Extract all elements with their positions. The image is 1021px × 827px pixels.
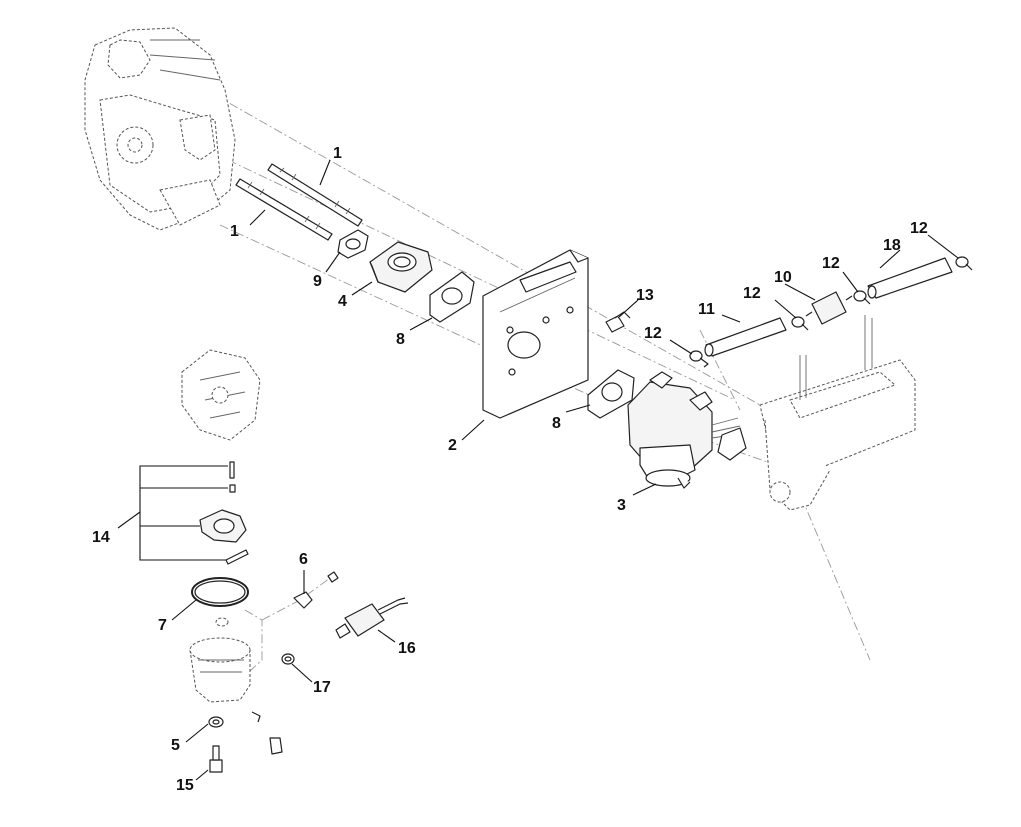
fuel-tank-ghost — [759, 315, 916, 511]
callout-12d: 12 — [910, 220, 928, 237]
float-bowl-ghost — [189, 617, 251, 703]
callout-11: 11 — [698, 301, 715, 318]
callout-4: 4 — [338, 293, 347, 310]
carburetor-3 — [627, 371, 747, 489]
callout-6: 6 — [299, 551, 308, 568]
callout-1b: 1 — [230, 223, 239, 240]
washer-17 — [281, 653, 295, 665]
solenoid-16 — [335, 597, 409, 639]
insulator-block-4 — [369, 241, 433, 293]
fuel-hose-11 — [704, 317, 787, 357]
callout-14: 14 — [92, 529, 110, 546]
carburetor-ghost-small — [181, 349, 261, 441]
callout-10: 10 — [774, 269, 792, 286]
drain-screw — [251, 711, 283, 755]
hose-clamp-12b — [791, 316, 809, 331]
fuel-filter-10 — [805, 291, 853, 325]
callout-17: 17 — [313, 679, 331, 696]
callout-labels: 1 1 9 4 8 2 8 3 13 11 12 12 10 12 18 12 … — [92, 145, 928, 794]
stud-lower — [235, 178, 333, 241]
gasket-8-lower — [587, 369, 635, 419]
bolt-15 — [209, 745, 223, 773]
callout-13: 13 — [636, 287, 654, 304]
hose-clamp-12a — [689, 350, 709, 368]
o-ring-7 — [191, 577, 249, 607]
bolt-13 — [605, 311, 631, 333]
washer-5 — [208, 716, 224, 728]
callout-12a: 12 — [644, 325, 662, 342]
callout-12c: 12 — [822, 255, 840, 272]
callout-12b: 12 — [743, 285, 761, 302]
callout-1a: 1 — [333, 145, 342, 162]
callout-15: 15 — [176, 777, 194, 794]
callout-2: 2 — [448, 437, 457, 454]
hose-clamp-12c — [853, 290, 871, 305]
kit-14-items — [199, 461, 249, 565]
callout-7: 7 — [158, 617, 167, 634]
bracket-6 — [293, 571, 339, 609]
gasket-8-upper — [429, 271, 475, 323]
leader-lines — [171, 159, 959, 781]
engine-block-ghost — [84, 27, 236, 231]
gasket-9 — [337, 229, 369, 259]
stud-upper — [267, 163, 363, 227]
kit-14-bracket — [117, 465, 228, 561]
heat-shield-2 — [482, 249, 589, 419]
callout-5: 5 — [171, 737, 180, 754]
callout-8a: 8 — [396, 331, 405, 348]
callout-18: 18 — [883, 237, 901, 254]
hose-clamp-12d — [955, 256, 973, 271]
callout-9: 9 — [313, 273, 322, 290]
callout-3: 3 — [617, 497, 626, 514]
callout-8b: 8 — [552, 415, 561, 432]
callout-16: 16 — [398, 640, 416, 657]
fuel-hose-18 — [867, 257, 953, 299]
